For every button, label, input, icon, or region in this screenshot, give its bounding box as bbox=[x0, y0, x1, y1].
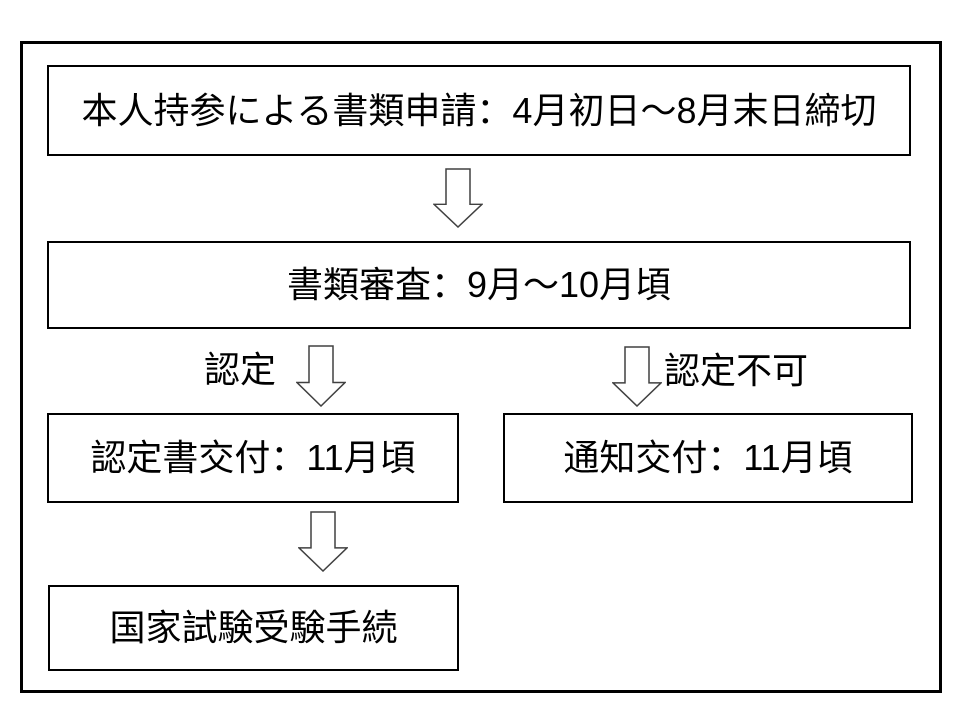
flow-box-notice: 通知交付：11月頃 bbox=[503, 413, 913, 503]
flow-box-certificate: 認定書交付：11月頃 bbox=[47, 413, 459, 503]
flow-box-exam: 国家試験受験手続 bbox=[48, 585, 459, 671]
down-arrow-icon bbox=[298, 511, 348, 572]
branch-label-rejected: 認定不可 bbox=[664, 350, 809, 391]
flow-box-application: 本人持参による書類申請：4月初日～8月末日締切 bbox=[47, 65, 911, 156]
outer-frame bbox=[20, 41, 942, 693]
branch-label-approved: 認定 bbox=[204, 349, 277, 390]
down-arrow-icon bbox=[433, 168, 483, 228]
down-arrow-icon bbox=[296, 345, 346, 407]
flow-box-screening: 書類審査：9月～10月頃 bbox=[47, 241, 911, 329]
down-arrow-icon bbox=[612, 346, 662, 407]
